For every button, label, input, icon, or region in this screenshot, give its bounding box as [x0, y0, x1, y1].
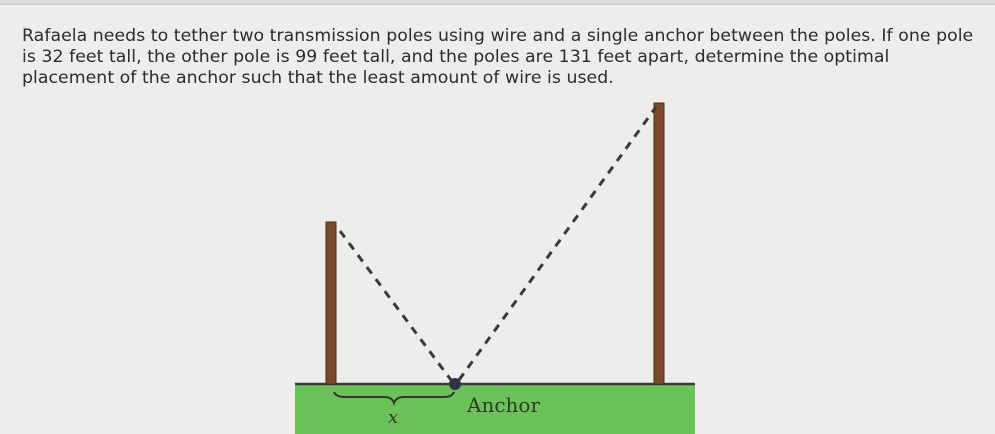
- problem-line-1: Rafaela needs to tether two transmission…: [22, 26, 974, 46]
- problem-text: Rafaela needs to tether two transmission…: [22, 26, 977, 89]
- ground: [295, 384, 695, 434]
- distance-brace: [333, 391, 455, 407]
- tall-pole: [653, 102, 665, 385]
- top-border: [0, 0, 995, 5]
- anchor-point: [449, 378, 461, 390]
- problem-line-2: is 32 feet tall, the other pole is 99 fe…: [22, 47, 890, 67]
- short-pole: [325, 221, 337, 385]
- anchor-label: Anchor: [467, 393, 541, 417]
- wire-short-pole: [338, 230, 453, 381]
- wire-tall-pole: [457, 106, 658, 381]
- distance-x-label: x: [388, 407, 399, 428]
- problem-line-3: placement of the anchor such that the le…: [22, 68, 614, 88]
